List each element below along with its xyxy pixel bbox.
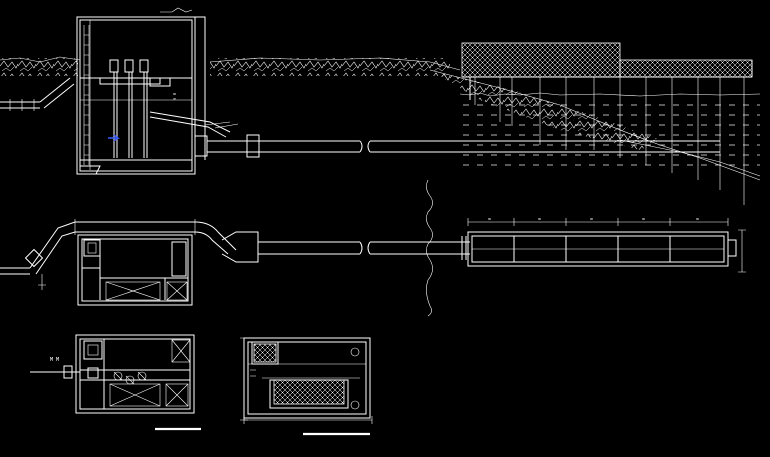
inlet-pipe bbox=[0, 77, 75, 111]
ladder bbox=[83, 25, 90, 165]
elevation-section: = = bbox=[0, 7, 761, 317]
svg-text:=: = bbox=[590, 217, 593, 223]
svg-text:=: = bbox=[642, 217, 645, 223]
plan-outfall-pipe bbox=[221, 231, 470, 263]
pump-station-section: = = bbox=[0, 7, 239, 175]
pier-platform bbox=[459, 42, 761, 205]
vertical-pumps bbox=[99, 59, 171, 158]
pump-impellers bbox=[113, 371, 147, 385]
svg-text:=: = bbox=[538, 217, 541, 223]
sump-cells bbox=[105, 281, 188, 301]
tank-plan: M M bbox=[30, 334, 201, 431]
outfall-diffuser-plan: = = = = = bbox=[461, 217, 746, 273]
tank-section bbox=[240, 337, 373, 436]
plan-inlet-pipe bbox=[0, 219, 237, 290]
tank-plan-label: M M bbox=[50, 357, 59, 363]
plan-view: = = = = = bbox=[0, 217, 746, 306]
svg-text:=: = bbox=[488, 217, 491, 223]
svg-text:=: = bbox=[173, 97, 176, 103]
svg-text:=: = bbox=[173, 92, 176, 98]
break-line-symbol bbox=[426, 179, 433, 317]
flow-marker-icon bbox=[108, 134, 121, 142]
svg-text:=: = bbox=[696, 217, 699, 223]
